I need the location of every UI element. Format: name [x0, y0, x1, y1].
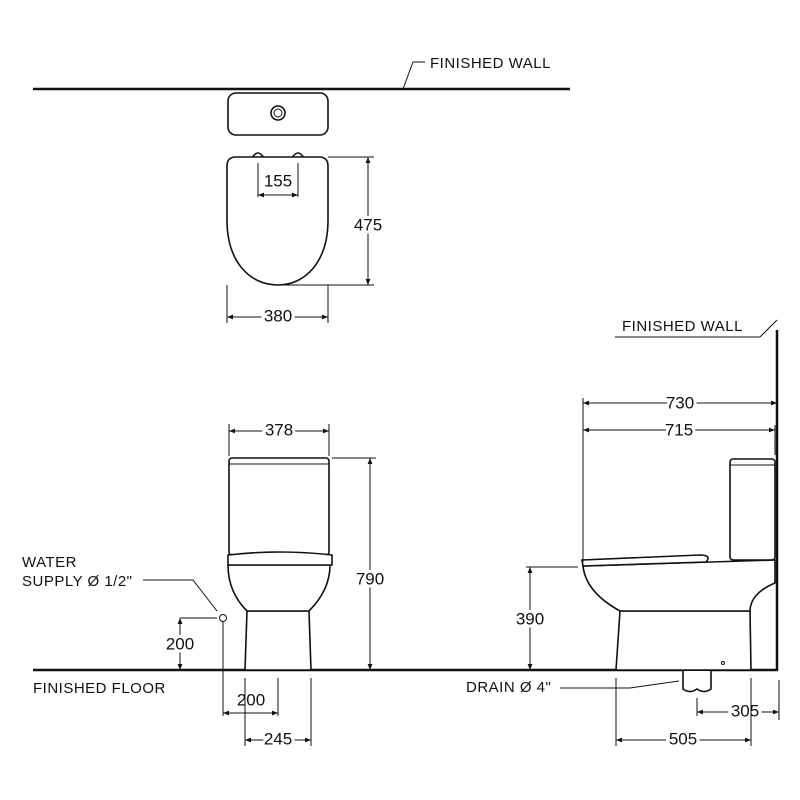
dim-200-height: 200 — [166, 634, 194, 653]
finished-wall-label-side: FINISHED WALL — [622, 318, 743, 335]
dim-378: 378 — [265, 420, 293, 439]
water-supply-label-1: WATER — [22, 554, 77, 571]
drain-pipe — [682, 671, 712, 693]
dim-790: 790 — [356, 569, 384, 588]
top-view: FINISHED WALL 155 475 380 — [33, 55, 570, 328]
dim-305: 305 — [731, 701, 759, 720]
dim-505: 505 — [669, 729, 697, 748]
front-view: 378 790 WATER SUPPLY Ø 1/2" 200 200 245 — [22, 417, 387, 751]
wall-leader — [402, 61, 425, 90]
drain-label: DRAIN Ø 4" — [466, 679, 551, 696]
pedestal-side — [615, 610, 752, 671]
dim-730: 730 — [666, 393, 694, 412]
dim-200-offset: 200 — [237, 690, 265, 709]
bowl-front — [227, 564, 331, 612]
pedestal-front — [244, 610, 312, 671]
dim-245: 245 — [264, 729, 292, 748]
finished-floor-label: FINISHED FLOOR — [33, 680, 166, 697]
seat-front — [227, 551, 333, 566]
seat-side — [581, 554, 709, 567]
water-supply-point-icon — [219, 614, 227, 622]
dim-475: 475 — [354, 215, 382, 234]
tank-front — [228, 457, 330, 556]
bowl-side — [582, 559, 776, 612]
dim-390: 390 — [516, 609, 544, 628]
flush-button-icon — [270, 105, 286, 121]
dim-380: 380 — [264, 306, 292, 325]
tank-side — [729, 458, 776, 561]
water-supply-label-2: SUPPLY Ø 1/2" — [22, 573, 133, 590]
finished-wall-label-top: FINISHED WALL — [430, 55, 551, 72]
side-view: 730 715 390 DRAIN Ø 4" 305 505 — [466, 390, 780, 751]
seat-top — [226, 156, 329, 286]
dim-715: 715 — [665, 420, 693, 439]
dim-155: 155 — [264, 171, 292, 190]
